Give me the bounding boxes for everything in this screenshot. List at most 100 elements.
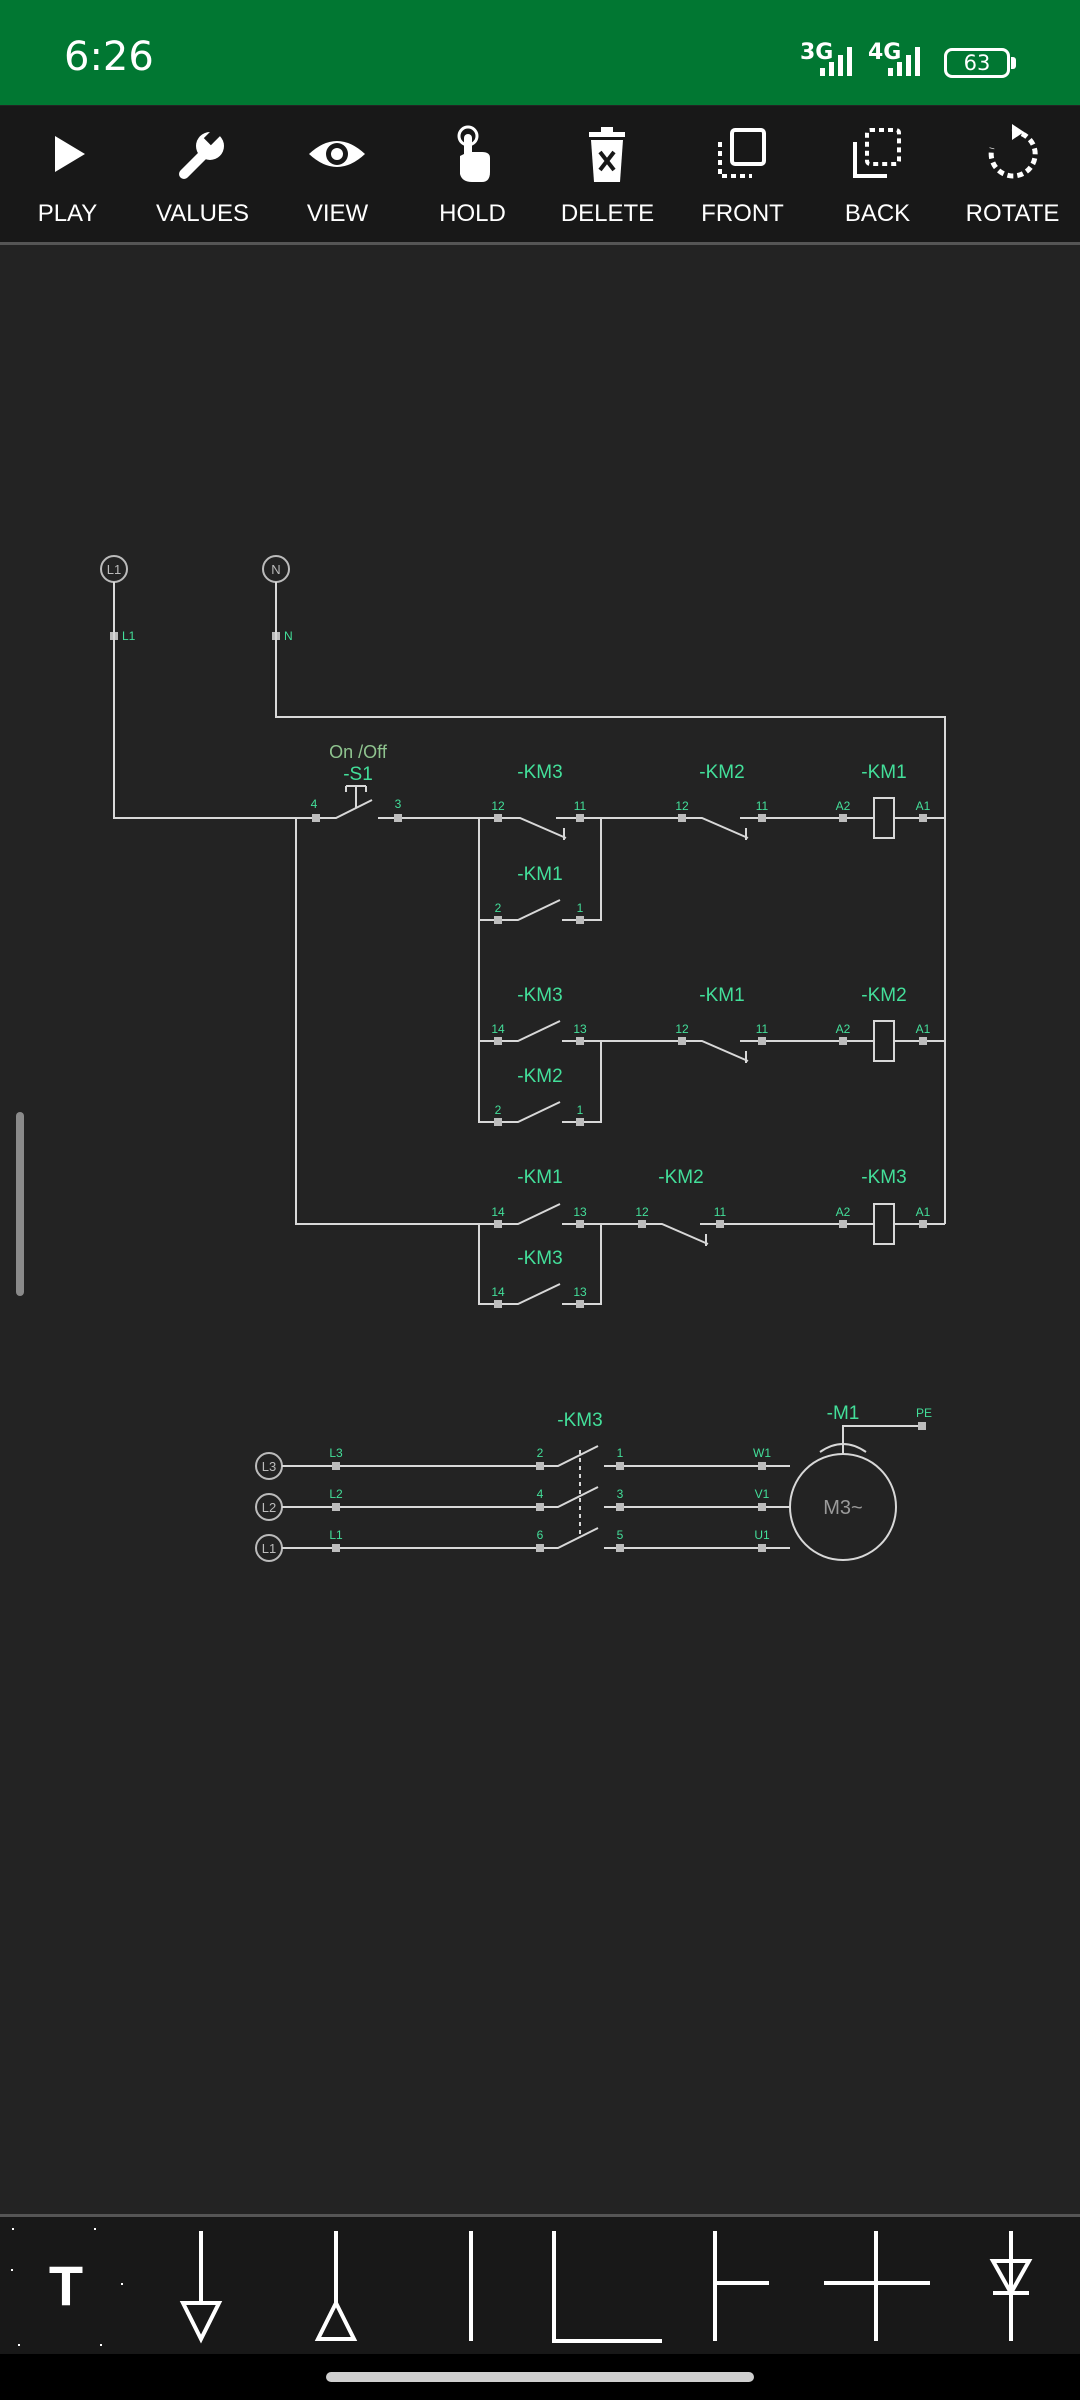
- back-button[interactable]: BACK: [810, 106, 945, 242]
- km2-coil[interactable]: [839, 1020, 927, 1062]
- send-back-icon: [853, 128, 901, 178]
- palette-diode[interactable]: [945, 2217, 1080, 2357]
- motor-earth: PE: [916, 1406, 932, 1420]
- bring-front-icon: [718, 128, 766, 178]
- status-bar: 6:26 3G 4G 63: [0, 0, 1080, 105]
- r3-c1-pin1: 14: [491, 1205, 505, 1219]
- r3-c1-tag: -KM1: [517, 1167, 562, 1188]
- r1-c1-pin2: 11: [574, 799, 587, 813]
- km2-hold-contact[interactable]: [494, 1101, 584, 1126]
- r1-coil-pin2: A1: [916, 799, 931, 813]
- motor-tag: -M1: [827, 1403, 860, 1424]
- signal-icon: [888, 47, 920, 76]
- phase-l2-text: L2: [262, 1500, 276, 1515]
- palette-cross-wire[interactable]: [810, 2217, 945, 2357]
- palette-vertical-wire[interactable]: [405, 2217, 540, 2357]
- km3-coil[interactable]: [839, 1203, 927, 1245]
- km1-nc-contact[interactable]: [678, 1037, 766, 1063]
- km2-nc-contact-r3[interactable]: [638, 1220, 724, 1246]
- diode-icon: [989, 2231, 1033, 2341]
- r3-c2-tag: -KM2: [658, 1167, 703, 1188]
- palette-down-terminal[interactable]: [135, 2217, 270, 2357]
- cross-wire-icon: [824, 2231, 930, 2341]
- signal-icon: [820, 47, 852, 76]
- rotate-button[interactable]: ROTATE: [945, 106, 1080, 242]
- km1-hold-contact[interactable]: [494, 899, 584, 924]
- r1-c1-tag: -KM3: [517, 762, 562, 783]
- km1-coil[interactable]: [839, 797, 927, 839]
- km3-no-contact[interactable]: [494, 1020, 584, 1045]
- km3-nc-contact[interactable]: [494, 814, 584, 840]
- km1-no-contact[interactable]: [494, 1203, 584, 1228]
- km3-pin-4: 4: [537, 1487, 544, 1501]
- r2-hold-tag: -KM2: [517, 1066, 562, 1087]
- s1-pin-out: 3: [395, 797, 402, 811]
- play-button[interactable]: PLAY: [0, 106, 135, 242]
- power-circuit: L3 L2 L1 L3 L2 L1 -KM3 2 4 6: [255, 1403, 932, 1562]
- r1-hold-pin1: 2: [495, 901, 502, 915]
- values-label: VALUES: [156, 200, 249, 227]
- palette-text-tool[interactable]: T: [0, 2217, 135, 2357]
- r3-c2-pin2: 11: [714, 1205, 727, 1219]
- r3-coil-pin2: A1: [916, 1205, 931, 1219]
- km3-pin-2: 2: [537, 1446, 544, 1460]
- motor-label: M3~: [823, 1497, 862, 1519]
- r2-c1-tag: -KM3: [517, 985, 562, 1006]
- schematic-canvas[interactable]: L1 L1 N N: [0, 244, 1080, 2214]
- supply-l1-pin: L1: [122, 629, 136, 643]
- power-contactor-tag: -KM3: [557, 1410, 602, 1431]
- vertical-wire-icon: [469, 2231, 473, 2341]
- supply-l1-symbol-text: L1: [107, 562, 121, 577]
- corner-wire-icon: [552, 2231, 662, 2343]
- palette-up-terminal[interactable]: [270, 2217, 405, 2357]
- km2-nc-contact[interactable]: [678, 814, 766, 840]
- up-arrow-terminal-icon: [314, 2231, 358, 2341]
- values-button[interactable]: VALUES: [135, 106, 270, 242]
- phase-term-l3: L3: [329, 1446, 343, 1460]
- back-label: BACK: [844, 200, 911, 227]
- component-palette: T: [0, 2214, 1080, 2357]
- km3-hold-contact[interactable]: [494, 1283, 584, 1308]
- rotate-label: ROTATE: [965, 200, 1060, 227]
- battery-tip: [1011, 57, 1016, 69]
- r3-hold-tag: -KM3: [517, 1248, 562, 1269]
- phase-term-l2: L2: [329, 1487, 343, 1501]
- home-gesture-pill[interactable]: [326, 2372, 754, 2382]
- r1-coil-tag: -KM1: [861, 762, 906, 783]
- palette-corner-wire[interactable]: [540, 2217, 675, 2357]
- text-tool-label: T: [49, 2254, 83, 2317]
- front-button[interactable]: FRONT: [675, 106, 810, 242]
- s1-pushbutton[interactable]: [312, 785, 402, 822]
- r2-c1-pin1: 14: [491, 1022, 505, 1036]
- s1-tag: -S1: [343, 764, 373, 785]
- battery-icon: 63: [944, 48, 1010, 78]
- hold-button[interactable]: HOLD: [405, 106, 540, 242]
- rotate-icon: [988, 124, 1038, 179]
- supply-n-pin: N: [284, 629, 293, 643]
- phase-l3-text: L3: [262, 1459, 276, 1474]
- motor-term-w1: W1: [753, 1446, 771, 1460]
- r1-hold-pin2: 1: [577, 901, 584, 915]
- r1-c2-tag: -KM2: [699, 762, 744, 783]
- r3-hold-pin1: 14: [491, 1285, 505, 1299]
- view-button[interactable]: VIEW: [270, 106, 405, 242]
- play-label: PLAY: [37, 200, 98, 227]
- km3-pin-5: 5: [617, 1528, 624, 1542]
- delete-button[interactable]: DELETE: [540, 106, 675, 242]
- r2-coil-pin2: A1: [916, 1022, 931, 1036]
- editor-toolbar: PLAY VALUES VIEW HOLD DELETE: [0, 106, 1080, 245]
- r2-c2-pin1: 12: [675, 1022, 689, 1036]
- text-tool-icon: T: [11, 2228, 123, 2346]
- side-drawer-handle[interactable]: [16, 1112, 24, 1296]
- tee-wire-icon: [713, 2231, 769, 2341]
- palette-tee-wire[interactable]: [675, 2217, 810, 2357]
- control-circuit: L1 L1 N N: [100, 555, 946, 1562]
- r2-coil-tag: -KM2: [861, 985, 906, 1006]
- s1-caption: On /Off: [329, 742, 388, 762]
- km3-main-contacts[interactable]: [536, 1445, 624, 1552]
- delete-label: DELETE: [560, 200, 655, 227]
- motor-m1[interactable]: [789, 1422, 926, 1561]
- r1-coil-pin1: A2: [836, 799, 851, 813]
- r2-c1-pin2: 13: [573, 1022, 587, 1036]
- phase-term-l1: L1: [329, 1528, 343, 1542]
